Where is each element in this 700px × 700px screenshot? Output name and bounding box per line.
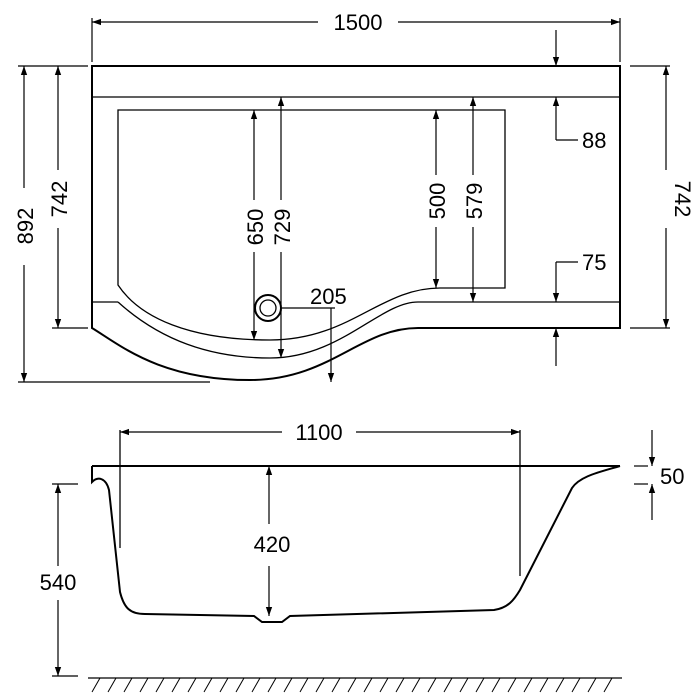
- floor-hatch-mark: [299, 677, 309, 693]
- dim-inner-depth-center: 729: [270, 209, 295, 246]
- floor-hatch-mark: [491, 677, 501, 693]
- dim-left-depth: 742: [47, 181, 72, 218]
- dim-inner-depth-left: 650: [243, 209, 268, 246]
- waste-outlet-inner: [259, 299, 277, 317]
- floor-hatch-mark: [507, 677, 517, 693]
- dim-rim-thickness: 50: [660, 464, 684, 489]
- floor-hatch-mark: [315, 677, 325, 693]
- dim-waste-offset: 205: [310, 284, 347, 309]
- floor-hatch-mark: [267, 677, 277, 693]
- bath-outline: [91, 65, 621, 382]
- bath-profile-outer: [91, 465, 621, 623]
- floor-hatch-mark: [459, 677, 469, 693]
- floor-hatch-mark: [603, 677, 613, 693]
- floor-hatch-mark: [395, 677, 405, 693]
- floor-hatch-mark: [107, 677, 117, 693]
- plan-view: 1500 892 742 742 88 75 650: [13, 10, 695, 383]
- floor-hatch-mark: [411, 677, 421, 693]
- floor-hatch-mark: [523, 677, 533, 693]
- floor-hatch-mark: [251, 677, 261, 693]
- floor-hatch-mark: [139, 677, 149, 693]
- dim-interior-length: 1100: [295, 420, 342, 445]
- floor-hatch-mark: [571, 677, 581, 693]
- floor-hatch-mark: [475, 677, 485, 693]
- dim-height: 540: [40, 570, 77, 595]
- floor-hatch-mark: [283, 677, 293, 693]
- inner-basin: [117, 109, 506, 341]
- floor-hatch-mark: [123, 677, 133, 693]
- dim-inner-depth-right: 500: [425, 183, 450, 220]
- floor-hatch-mark: [331, 677, 341, 693]
- dim-rim-side: 75: [582, 250, 606, 275]
- floor-hatch-mark: [555, 677, 565, 693]
- dim-right-depth: 742: [670, 181, 695, 218]
- dim-rim-front: 88: [582, 128, 606, 153]
- floor-hatch-mark: [379, 677, 389, 693]
- rim-curve: [117, 301, 419, 359]
- waste-outlet-outer: [254, 294, 282, 322]
- floor-hatch-mark: [203, 677, 213, 693]
- floor-hatch-mark: [443, 677, 453, 693]
- dim-overall-width: 1500: [334, 10, 383, 35]
- dim-overall-depth: 892: [13, 208, 38, 245]
- side-view: 1100 420 540 50: [40, 420, 684, 693]
- floor-hatch-mark: [427, 677, 437, 693]
- floor-hatch-mark: [187, 677, 197, 693]
- floor-hatch-mark: [235, 677, 245, 693]
- floor-hatch-mark: [155, 677, 165, 693]
- floor-hatch-mark: [219, 677, 229, 693]
- floor-hatch-mark: [539, 677, 549, 693]
- floor-hatch-mark: [363, 677, 373, 693]
- floor-hatching: [91, 677, 613, 693]
- floor-hatch-mark: [587, 677, 597, 693]
- floor-hatch-mark: [171, 677, 181, 693]
- dim-inner-depth-right-outer: 579: [462, 183, 487, 220]
- dim-interior-depth: 420: [254, 532, 291, 557]
- floor-hatch-mark: [91, 677, 101, 693]
- floor-hatch-mark: [347, 677, 357, 693]
